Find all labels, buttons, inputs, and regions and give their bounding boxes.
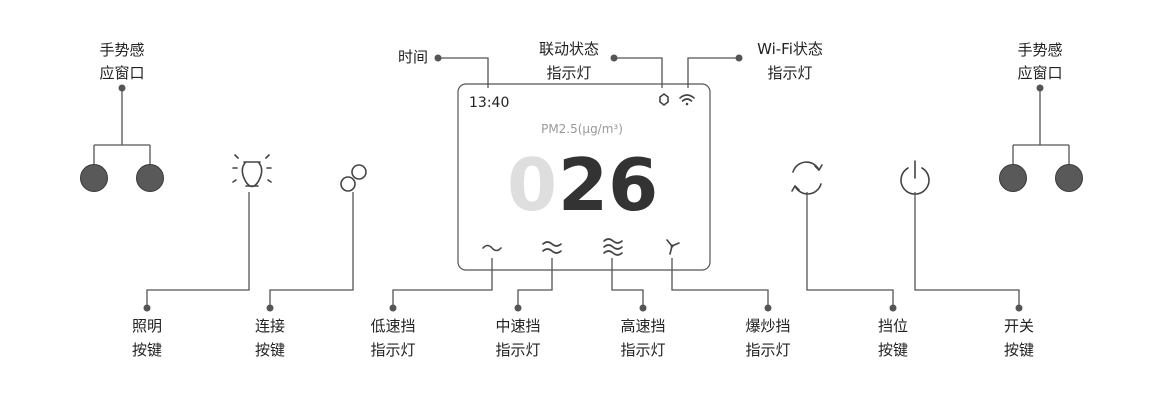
- label-wifi-status-line2: 指示灯: [767, 64, 812, 82]
- boost-speed-callout: 爆炒挡 指示灯: [671, 258, 791, 359]
- label-link-status-line1: 联动状态: [539, 40, 599, 58]
- label-light-line1: 照明: [132, 317, 162, 335]
- gesture-sensor-right-b: [1055, 164, 1083, 192]
- wifi-status-callout: Wi-Fi状态 指示灯: [687, 40, 823, 88]
- label-gear-line2: 按键: [878, 341, 908, 359]
- gesture-sensor-left-b: [136, 164, 164, 192]
- gear-button[interactable]: 挡位 按键: [791, 161, 908, 359]
- cycle-icon: [791, 161, 823, 195]
- gesture-sensor-right-a: [999, 164, 1027, 192]
- label-gesture-left-line2: 应窗口: [99, 64, 144, 82]
- label-gesture-left-line1: 手势感: [99, 41, 144, 59]
- label-boost-speed-line2: 指示灯: [745, 341, 790, 359]
- label-light-line2: 按键: [132, 341, 162, 359]
- display-metric-label: PM2.5(μg/m³): [541, 122, 623, 136]
- label-high-speed-line2: 指示灯: [620, 341, 665, 359]
- label-power-line1: 开关: [1004, 317, 1034, 335]
- label-link-status-line2: 指示灯: [546, 64, 591, 82]
- label-high-speed-line1: 高速挡: [620, 317, 665, 335]
- display-frame: [457, 83, 711, 271]
- fan-icon: [666, 239, 680, 255]
- label-mid-speed-line1: 中速挡: [495, 317, 540, 335]
- gesture-sensor-left-a: [80, 164, 108, 192]
- display-value-dim: 0: [507, 143, 557, 227]
- wave-triple-icon: [603, 238, 623, 256]
- label-low-speed-line1: 低速挡: [370, 317, 415, 335]
- label-gear-line1: 挡位: [878, 317, 908, 335]
- connect-button[interactable]: 连接 按键: [255, 164, 367, 359]
- time-callout: 时间: [398, 48, 489, 88]
- label-mid-speed-line2: 指示灯: [495, 341, 540, 359]
- label-connect-line2: 按键: [255, 341, 285, 359]
- gesture-window-right: 手势感 应窗口: [999, 41, 1083, 192]
- light-bulb-icon: [232, 154, 272, 188]
- gesture-window-left: 手势感 应窗口: [80, 41, 164, 192]
- power-icon: [900, 160, 930, 195]
- label-wifi-status-line1: Wi-Fi状态: [757, 40, 823, 58]
- label-gesture-right-line1: 手势感: [1017, 41, 1062, 59]
- display-time: 13:40: [469, 95, 509, 111]
- wifi-icon: [679, 94, 695, 106]
- label-gesture-right-line2: 应窗口: [1017, 64, 1062, 82]
- mid-speed-callout: 中速挡 指示灯: [495, 258, 553, 359]
- link-icon: [340, 164, 367, 192]
- wave-single-icon: [482, 244, 502, 252]
- low-speed-callout: 低速挡 指示灯: [370, 258, 493, 359]
- light-button[interactable]: 照明 按键: [132, 154, 272, 359]
- link-status-icon: [659, 93, 669, 106]
- display-panel: 13:40 PM2.5(μg/m³) 0 26: [457, 83, 711, 271]
- label-power-line2: 按键: [1004, 341, 1034, 359]
- label-boost-speed-line1: 爆炒挡: [745, 317, 790, 335]
- display-value-main: 26: [558, 143, 658, 227]
- link-status-callout: 联动状态 指示灯: [539, 40, 663, 88]
- high-speed-callout: 高速挡 指示灯: [611, 258, 666, 359]
- label-connect-line1: 连接: [255, 317, 285, 335]
- power-button[interactable]: 开关 按键: [900, 160, 1034, 359]
- label-time: 时间: [398, 48, 428, 66]
- wave-double-icon: [542, 241, 562, 254]
- label-low-speed-line2: 指示灯: [370, 341, 415, 359]
